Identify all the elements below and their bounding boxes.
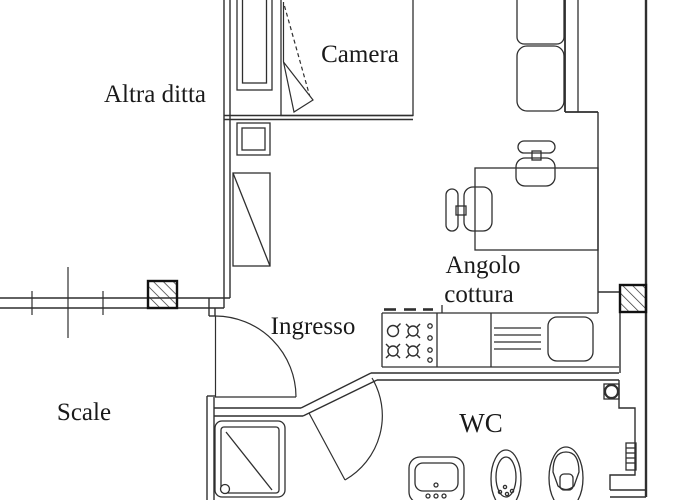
label-altra-ditta: Altra ditta <box>104 81 206 108</box>
walls <box>0 0 648 500</box>
kitchen-sink <box>547 316 594 362</box>
label-scale: Scale <box>57 399 111 426</box>
bathroom-sink <box>408 456 465 500</box>
wall-diagonal <box>300 372 378 417</box>
wall-left-lower <box>206 395 215 500</box>
living-area <box>445 0 599 251</box>
bidet <box>490 449 522 500</box>
camera-door <box>282 2 314 113</box>
label-camera: Camera <box>321 41 399 68</box>
wall-entrance-stub <box>208 298 216 317</box>
wall-interior-right <box>597 112 621 373</box>
pipe-fixture <box>603 383 620 400</box>
shaft-square <box>236 122 271 156</box>
wc-door <box>308 377 383 481</box>
radiator <box>625 442 637 471</box>
kitchen <box>381 305 619 368</box>
room-labels: Altra ditta Camera Angolo cottura Ingres… <box>57 41 521 438</box>
stove-burners <box>385 323 421 359</box>
label-ingresso: Ingresso <box>271 313 356 340</box>
pillar-right <box>618 283 648 314</box>
wall-tick-marks <box>31 267 104 338</box>
pillar-left <box>146 279 179 310</box>
sink-drainboard <box>494 327 541 350</box>
chair-top <box>515 140 556 187</box>
sofa <box>516 0 598 113</box>
shaft-diagonal <box>232 172 271 267</box>
doors <box>214 2 383 481</box>
stove-knobs <box>427 323 433 363</box>
pillars <box>146 279 648 314</box>
bed <box>280 0 414 117</box>
label-cottura: cottura <box>444 281 513 308</box>
bathroom <box>214 383 637 500</box>
toilet <box>548 446 584 500</box>
entrance-door <box>214 315 297 398</box>
wall-wc-top <box>371 372 619 381</box>
wall-left <box>223 0 231 308</box>
kitchen-counter <box>381 312 619 368</box>
wall-wc-right <box>609 380 646 498</box>
camera-room <box>232 0 414 267</box>
label-angolo: Angolo <box>446 252 521 279</box>
desk <box>474 167 599 251</box>
wall-ingresso-bottom <box>214 407 303 417</box>
shower <box>214 420 286 498</box>
label-wc: WC <box>459 408 503 438</box>
wardrobe <box>236 0 273 91</box>
chair-left <box>445 186 493 232</box>
wall-bottom-left <box>0 297 230 309</box>
